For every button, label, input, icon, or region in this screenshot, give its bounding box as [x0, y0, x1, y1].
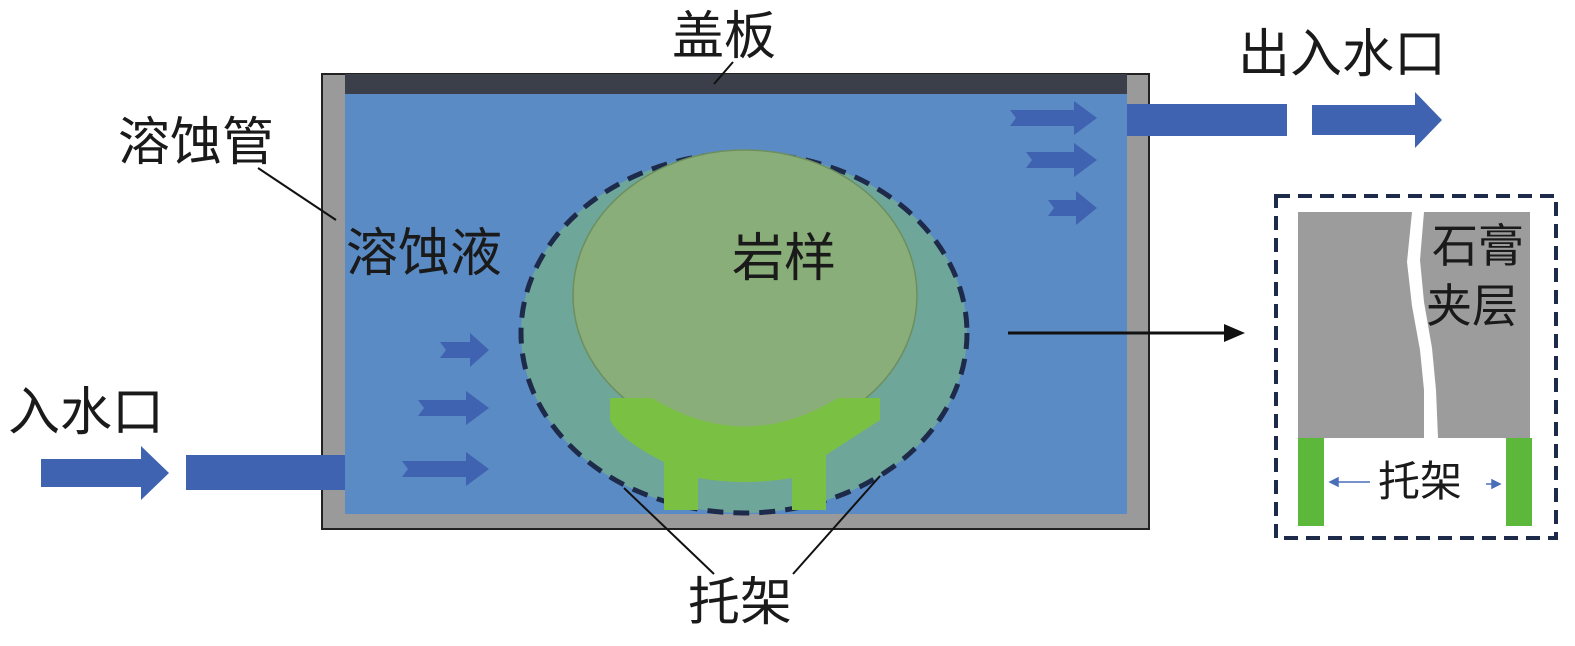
flow-arrow-right-2: [1026, 143, 1097, 177]
callout-arrow: [1008, 324, 1245, 342]
gypsum-label-line2: 夹层: [1426, 279, 1518, 333]
flow-arrow-right-1: [1010, 101, 1097, 135]
bracket-leader-right: [792, 475, 881, 575]
inlet-arrow: [41, 446, 169, 500]
bracket-label: 托架: [688, 573, 792, 633]
dissolution-tube-label: 溶蚀管: [118, 113, 274, 173]
cover-plate: [345, 74, 1127, 94]
leader-lines: [257, 61, 881, 575]
rock-sample: [572, 149, 918, 441]
tube-leader: [257, 167, 337, 221]
dissolution-liquid-label: 溶蚀液: [346, 224, 502, 284]
flow-arrow-right-3: [1048, 191, 1097, 225]
inset-bracket-right: [1506, 438, 1532, 526]
inlet-label: 入水口: [8, 383, 164, 443]
gypsum-interlayer: [1407, 212, 1438, 438]
flow-arrow-left-3: [402, 452, 489, 486]
flow-arrow-left-2: [418, 391, 489, 425]
bracket-leader-left: [623, 487, 715, 575]
outlet-label: 出入水口: [1238, 25, 1446, 85]
inset-bracket-left: [1298, 438, 1324, 526]
inlet-pipe: [186, 455, 345, 490]
flow-arrows: [402, 101, 1097, 486]
outlet: [1127, 92, 1442, 148]
bracket: [610, 398, 880, 510]
gypsum-label-line1: 石膏: [1432, 219, 1524, 273]
cover-plate-label: 盖板: [672, 7, 776, 67]
inset-dimension-arrow: [1328, 476, 1502, 490]
flow-arrow-left-1: [440, 333, 489, 367]
inset-detail: [1274, 194, 1558, 540]
cover-leader: [713, 61, 734, 85]
rock-sample-label: 岩样: [732, 229, 836, 289]
inset-bracket-label: 托架: [1378, 457, 1462, 506]
outlet-arrow: [1312, 92, 1442, 148]
inlet: [41, 446, 345, 500]
outlet-pipe: [1127, 104, 1287, 136]
